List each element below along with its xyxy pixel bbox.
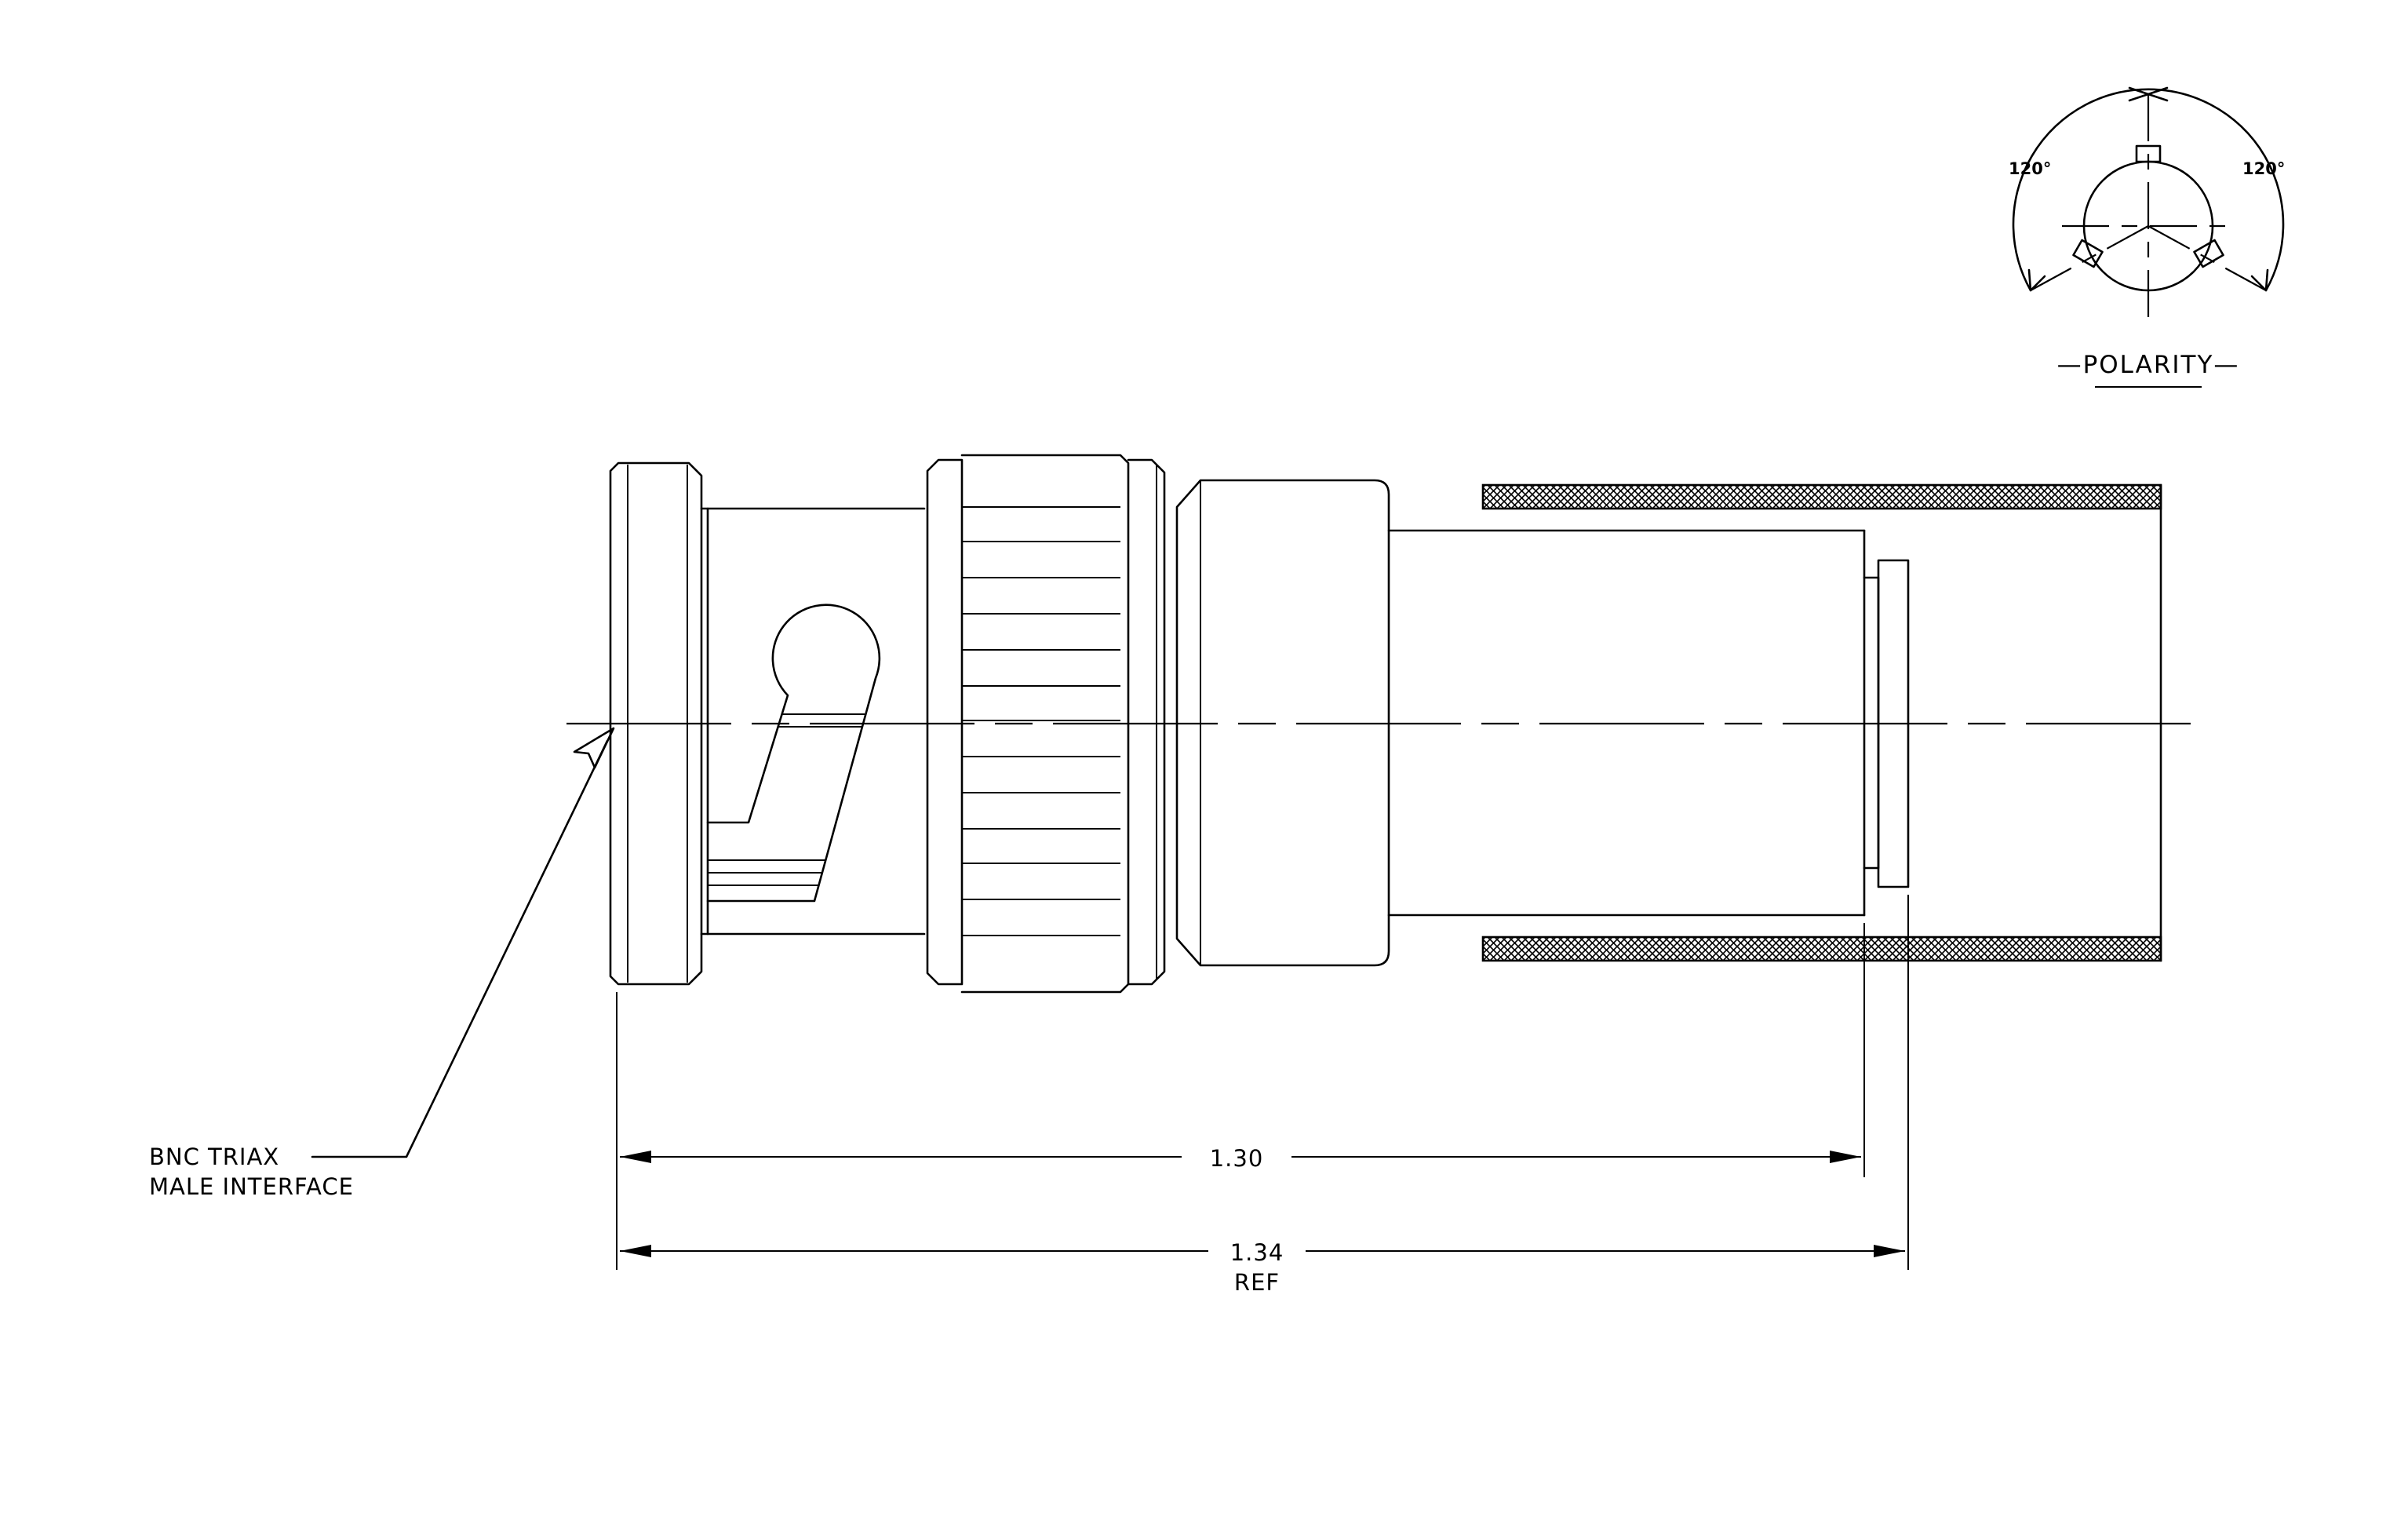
ferrule-hatch-bottom <box>1481 936 2162 962</box>
polarity-arrow-right <box>2250 268 2269 292</box>
polarity-angle-left: 120° <box>2009 159 2051 178</box>
crimp-ring-outer <box>1877 559 1910 888</box>
connector-body <box>566 454 2206 994</box>
bayonet-slot <box>706 604 881 903</box>
polarity-arrow-left <box>2027 268 2046 292</box>
dimension-1-34: 1.34 REF <box>620 1239 1905 1296</box>
polarity-arrow-top-left <box>2128 86 2150 102</box>
dimension-1-30-value: 1.30 <box>1210 1145 1264 1172</box>
callout-line-2: MALE INTERFACE <box>149 1173 354 1200</box>
dimension-1-34-value: 1.34 <box>1230 1239 1284 1266</box>
polarity-key-right <box>2193 239 2224 268</box>
ferrule-hatch-top <box>1481 483 2162 510</box>
dimensions: 1.30 1.34 REF <box>616 895 1909 1296</box>
callout-leader <box>311 739 609 1158</box>
polarity-title: —POLARITY— <box>2057 351 2240 379</box>
knurled-nut <box>926 458 964 986</box>
callout-arrowhead <box>573 727 615 769</box>
hex-body <box>1175 479 1390 967</box>
polarity-outer-arc <box>2012 88 2285 292</box>
dimension-1-30: 1.30 <box>620 1145 1861 1172</box>
callout-line-1: BNC TRIAX <box>149 1143 279 1170</box>
dimension-1-34-note: REF <box>1234 1269 1280 1296</box>
interface-callout: BNC TRIAX MALE INTERFACE <box>149 727 615 1200</box>
polarity-radial-left <box>2030 225 2149 291</box>
polarity-angle-right: 120° <box>2242 159 2285 178</box>
polarity-detail: 120° 120° —POLARITY— <box>2009 86 2285 388</box>
polarity-arrow-top-right <box>2147 86 2169 102</box>
knurled-nut-ridges <box>962 506 1120 936</box>
coupling-ring <box>609 461 703 986</box>
polarity-radial-right <box>2148 225 2267 291</box>
polarity-key-left <box>2072 239 2104 268</box>
knurled-nut-back <box>1127 458 1166 986</box>
